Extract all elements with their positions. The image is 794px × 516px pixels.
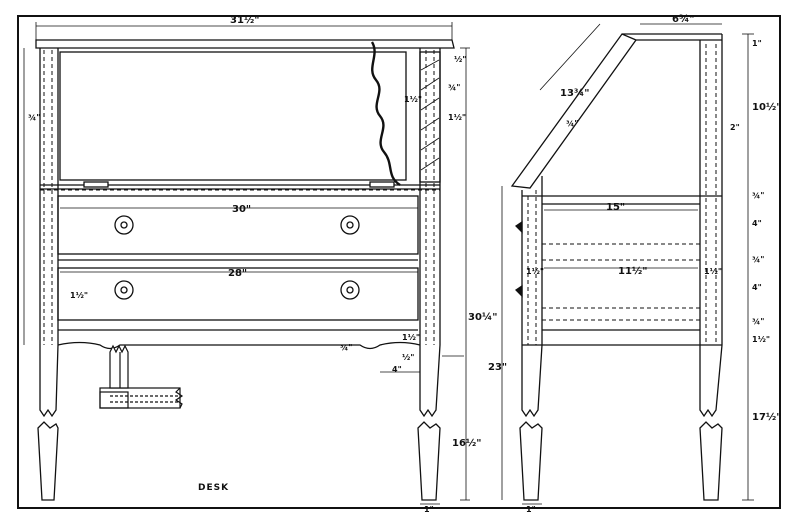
side-top-depth: 6¾" <box>672 14 695 25</box>
sheet-border <box>17 15 781 509</box>
front-left-dim-lower: 1½" <box>70 290 88 300</box>
front-leg-height: 16½" <box>452 438 481 449</box>
front-leg-width: 1" <box>424 505 434 514</box>
front-height-23: 23" <box>488 362 507 373</box>
side-r-1: 1" <box>752 39 762 48</box>
front-drawer-bottom <box>57 267 419 321</box>
side-r-10: 10½" <box>752 102 781 113</box>
side-inner-depth: 15" <box>606 202 625 213</box>
drawing-caption: DESK <box>198 483 229 493</box>
side-r-4b: 4" <box>752 283 762 292</box>
front-apron-dim-2: ¾" <box>340 343 352 352</box>
side-r-112: 1½" <box>752 334 770 344</box>
side-r-34b: ¾" <box>752 255 764 264</box>
side-r-17: 17½" <box>752 412 781 423</box>
front-apron-dim-1: 1½" <box>402 332 420 342</box>
front-overall-width: 31½" <box>230 15 259 26</box>
front-drawer-top <box>57 195 419 255</box>
side-inset-left: 1½" <box>526 266 544 276</box>
side-r-4a: 4" <box>752 219 762 228</box>
front-right-dim-a: ½" <box>454 54 466 64</box>
front-right-dim-c: ¾" <box>448 83 460 92</box>
front-right-dim-b: 1½" <box>404 94 422 104</box>
front-drawer-bottom-width: 28" <box>228 268 247 279</box>
front-apron-dim-3: ½" <box>402 352 414 362</box>
side-lid-thick: ¾" <box>566 119 578 128</box>
front-view <box>23 22 470 505</box>
front-top-board <box>35 39 455 49</box>
side-mid-depth: 11½" <box>618 266 647 277</box>
side-view <box>501 23 754 505</box>
front-apron-dim-4: 4" <box>392 365 402 374</box>
side-lid-length: 13¾" <box>560 88 589 99</box>
front-total-height: 30¼" <box>468 311 497 323</box>
side-r-2: 2" <box>730 123 740 132</box>
front-drawer-top-width: 30" <box>232 204 251 215</box>
side-leg-width: 1" <box>526 505 536 514</box>
front-right-dim-d: 1½" <box>448 112 466 122</box>
side-r-34c: ¾" <box>752 317 764 326</box>
side-r-34a: ¾" <box>752 191 764 200</box>
side-inset-right: 1½" <box>704 266 722 276</box>
front-left-dim-upper: ¾" <box>28 113 40 122</box>
